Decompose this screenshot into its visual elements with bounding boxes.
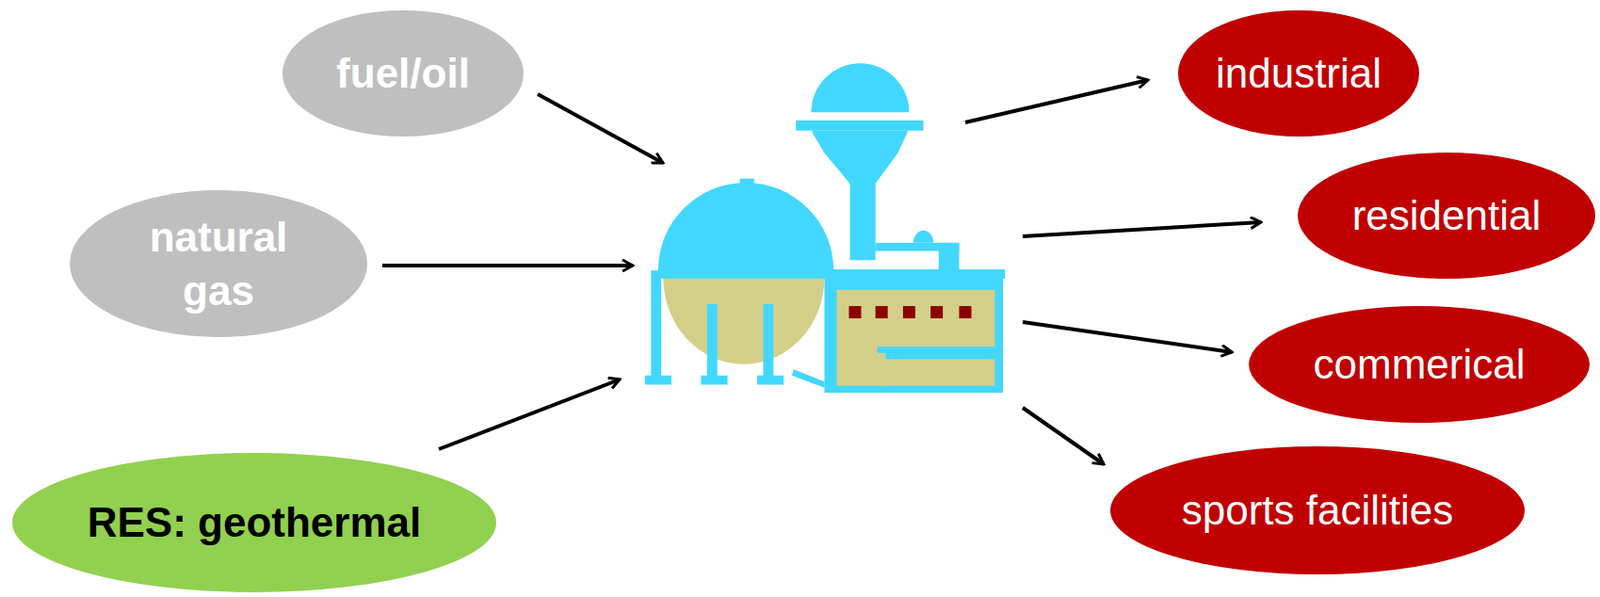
consumer-ellipse: residential	[1297, 152, 1596, 279]
text-stack: industrial	[1215, 46, 1382, 100]
fuel-ellipse: fuel/oil	[282, 10, 524, 137]
node-label: RES: geothermal	[87, 495, 422, 550]
consumer-ellipse: commerical	[1248, 306, 1590, 423]
text-stack: natural gas	[124, 210, 313, 318]
node-label: residential	[1352, 188, 1542, 243]
text-stack: fuel/oil	[336, 46, 470, 100]
consumer-ellipse: industrial	[1178, 10, 1420, 137]
node-label: sports facilities	[1181, 483, 1455, 537]
plant-symbol	[645, 63, 1005, 393]
node-label: industrial	[1215, 46, 1382, 100]
node-label: natural gas	[124, 210, 313, 318]
renewable-ellipse: RES: geothermal	[12, 452, 497, 593]
text-stack: RES: geothermal	[87, 495, 422, 550]
text-stack: commerical	[1313, 337, 1526, 391]
fuel-ellipse: natural gas	[69, 190, 368, 338]
text-stack: sports facilities	[1181, 483, 1455, 537]
node-label: commerical	[1313, 337, 1526, 391]
consumer-ellipse: sports facilities	[1110, 446, 1525, 575]
node-label: fuel/oil	[336, 46, 470, 100]
text-stack: residential	[1352, 188, 1542, 243]
flow-arrows	[382, 80, 1261, 465]
